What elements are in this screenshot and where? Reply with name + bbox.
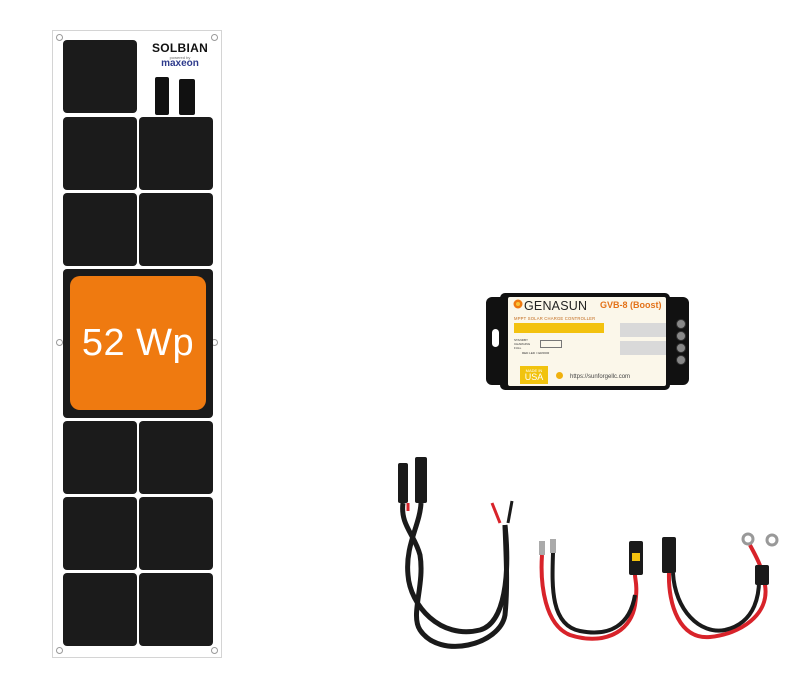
mc4-connector-icon <box>155 77 169 115</box>
controller-model: GVB-8 (Boost) <box>600 300 662 310</box>
solar-panel: SOLBIAN powered by maxeon 52 Wp <box>52 30 222 658</box>
connector-icon <box>662 537 676 573</box>
solar-cell <box>63 421 137 494</box>
mc4-connector-icon <box>179 79 195 115</box>
ring-terminal-icon <box>741 532 755 546</box>
status-label: STANDBY <box>514 338 528 342</box>
ring-terminal-icon <box>765 533 779 547</box>
battery-cable <box>539 539 643 641</box>
grommet-icon <box>211 647 218 654</box>
controller-accent-bar <box>514 323 604 333</box>
terminal-plate <box>620 323 666 337</box>
cable-set <box>398 457 779 649</box>
solar-cell <box>139 573 213 646</box>
controller-subtitle: MPPT SOLAR CHARGE CONTROLLER <box>514 316 596 321</box>
panel-brand-logo: SOLBIAN <box>151 41 209 55</box>
solar-cell <box>63 40 137 113</box>
controller-url: https://sunforgellc.com <box>570 374 631 380</box>
sun-logo-icon <box>513 299 523 309</box>
grommet-icon <box>211 34 218 41</box>
solar-cell <box>63 497 137 570</box>
panel-sub-brand: maxeon <box>161 58 199 69</box>
fuse-holder-icon <box>755 565 769 585</box>
solar-cell <box>139 117 213 190</box>
sun-logo-icon <box>556 372 563 379</box>
power-rating-badge: 52 Wp <box>70 276 206 410</box>
mc4-connector-icon <box>415 457 427 503</box>
country-text: USA <box>524 372 544 382</box>
battery-ring-cable <box>662 532 779 640</box>
status-label: CHARGING <box>514 342 531 346</box>
status-label: FULL <box>514 346 522 350</box>
solar-cell <box>139 421 213 494</box>
mounting-slot <box>492 329 499 347</box>
led-indicator-icon <box>540 340 562 348</box>
mc4-connector-icon <box>398 463 408 503</box>
solar-cell <box>139 497 213 570</box>
status-label: RED LED = ERROR <box>522 351 550 355</box>
grommet-icon <box>56 647 63 654</box>
grommet-icon <box>56 339 63 346</box>
screw-terminal-icon <box>676 331 686 341</box>
ferrule-icon <box>550 539 556 553</box>
controller-brand: GENASUN <box>524 299 588 313</box>
ferrule-icon <box>539 541 545 555</box>
solar-cell <box>139 193 213 266</box>
mc4-extension-cable <box>398 457 514 649</box>
screw-terminal-icon <box>676 319 686 329</box>
solar-cell <box>63 573 137 646</box>
made-in-text: MADE IN <box>525 368 543 373</box>
terminal-plate <box>620 341 666 355</box>
charge-controller: GENASUN GVB-8 (Boost) MPPT SOLAR CHARGE … <box>486 289 689 396</box>
screw-terminal-icon <box>676 343 686 353</box>
solar-cell <box>63 117 137 190</box>
grommet-icon <box>56 34 63 41</box>
panel-powered-by: powered by <box>169 55 191 60</box>
controller-label: GENASUN GVB-8 (Boost) MPPT SOLAR CHARGE … <box>508 297 666 386</box>
screw-terminal-icon <box>676 355 686 365</box>
made-in-badge: MADE IN USA <box>520 366 548 384</box>
solar-cell <box>63 193 137 266</box>
